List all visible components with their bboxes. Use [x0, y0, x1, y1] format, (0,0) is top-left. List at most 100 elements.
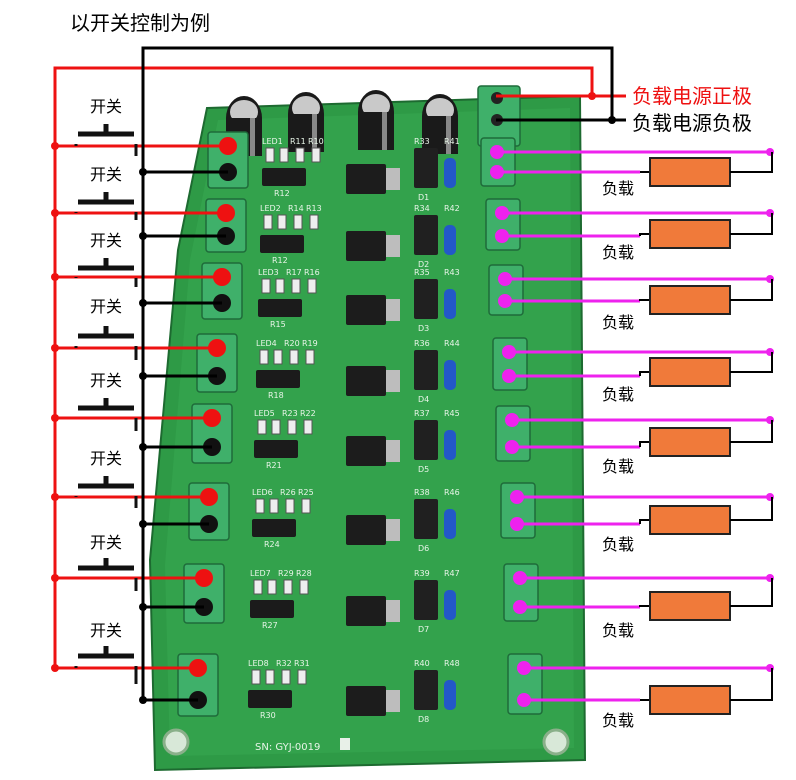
optocoupler [258, 299, 302, 317]
led-label: LED2 [260, 204, 281, 213]
resistor-label: R42 [444, 204, 460, 213]
led [263, 214, 273, 230]
resistor [285, 498, 295, 514]
load-resistor [649, 505, 731, 535]
resistor-label: R23 [282, 409, 298, 418]
resistor [281, 669, 291, 685]
output-terminal [480, 137, 516, 187]
resistor-label: R47 [444, 569, 460, 578]
load-lead [639, 299, 650, 301]
diode [444, 225, 456, 255]
black-bus-wire [141, 46, 626, 700]
resistor-label: R24 [264, 540, 280, 549]
capacitor [422, 94, 458, 154]
load-lead [639, 519, 650, 524]
diode [444, 289, 456, 319]
power-terminal [477, 85, 521, 147]
led [265, 147, 275, 163]
resistor [303, 419, 313, 435]
diode-label: D7 [418, 625, 429, 634]
resistor [307, 278, 317, 294]
resistor-label: R48 [444, 659, 460, 668]
load-resistor [649, 157, 731, 187]
switch-label: 开关 [90, 97, 122, 116]
resistor [279, 147, 289, 163]
red-bus-wire [53, 66, 626, 668]
switch-label: 开关 [90, 533, 122, 552]
load-lead [639, 233, 650, 236]
load-lead [730, 578, 773, 607]
mosfet [346, 596, 386, 626]
load-lead [639, 605, 650, 607]
resistor-label: R32 [276, 659, 292, 668]
switch-label: 开关 [90, 371, 122, 390]
board-marker [340, 738, 350, 750]
resistor-label: R28 [296, 569, 312, 578]
optocoupler [250, 600, 294, 618]
load-label: 负载 [602, 179, 634, 198]
resistor-label: R22 [300, 409, 316, 418]
load-label: 负载 [602, 535, 634, 554]
diode-label: D2 [418, 260, 429, 269]
resistor-label: R11 [290, 137, 306, 146]
resistor [287, 419, 297, 435]
diode [444, 509, 456, 539]
load-resistor [649, 591, 731, 621]
resistor [301, 498, 311, 514]
driver-chip [414, 215, 438, 255]
capacitor [358, 90, 394, 150]
resistor-label: R26 [280, 488, 296, 497]
optocoupler [248, 690, 292, 708]
resistor-label: R40 [414, 659, 430, 668]
diode-label: D3 [418, 324, 429, 333]
led [259, 349, 269, 365]
resistor-label: R35 [414, 268, 430, 277]
driver-chip [414, 148, 438, 188]
resistor [273, 349, 283, 365]
load-lead [730, 497, 773, 521]
switch-label: 开关 [90, 297, 122, 316]
resistor-label: R41 [444, 137, 460, 146]
mounting-hole [162, 728, 190, 756]
resistor-label: R37 [414, 409, 430, 418]
capacitor [288, 92, 324, 152]
led-label: LED8 [248, 659, 269, 668]
resistor [271, 419, 281, 435]
load-label: 负载 [602, 621, 634, 640]
resistor-label: R30 [260, 711, 276, 720]
load-lead [730, 668, 773, 701]
resistor-label: R13 [306, 204, 322, 213]
load-lead [730, 352, 773, 373]
resistor-label: R15 [270, 320, 286, 329]
resistor-label: R19 [302, 339, 318, 348]
optocoupler [252, 519, 296, 537]
mosfet [346, 164, 386, 194]
mosfet [346, 436, 386, 466]
optocoupler [262, 168, 306, 186]
switch-label: 开关 [90, 165, 122, 184]
led-label: LED1 [262, 137, 283, 146]
led-label: LED7 [250, 569, 271, 578]
led [255, 498, 265, 514]
load-label: 负载 [602, 243, 634, 262]
resistor-label: R36 [414, 339, 430, 348]
diode [444, 360, 456, 390]
load-label: 负载 [602, 711, 634, 730]
diode [444, 158, 456, 188]
driver-chip [414, 420, 438, 460]
resistor [277, 214, 287, 230]
resistor [311, 147, 321, 163]
resistor-label: R33 [414, 137, 430, 146]
led [261, 278, 271, 294]
resistor-label: R45 [444, 409, 460, 418]
optocoupler [256, 370, 300, 388]
load-lead [730, 152, 773, 173]
mosfet [346, 295, 386, 325]
resistor [309, 214, 319, 230]
mosfet-tab [386, 235, 400, 257]
resistor [305, 349, 315, 365]
optocoupler [254, 440, 298, 458]
